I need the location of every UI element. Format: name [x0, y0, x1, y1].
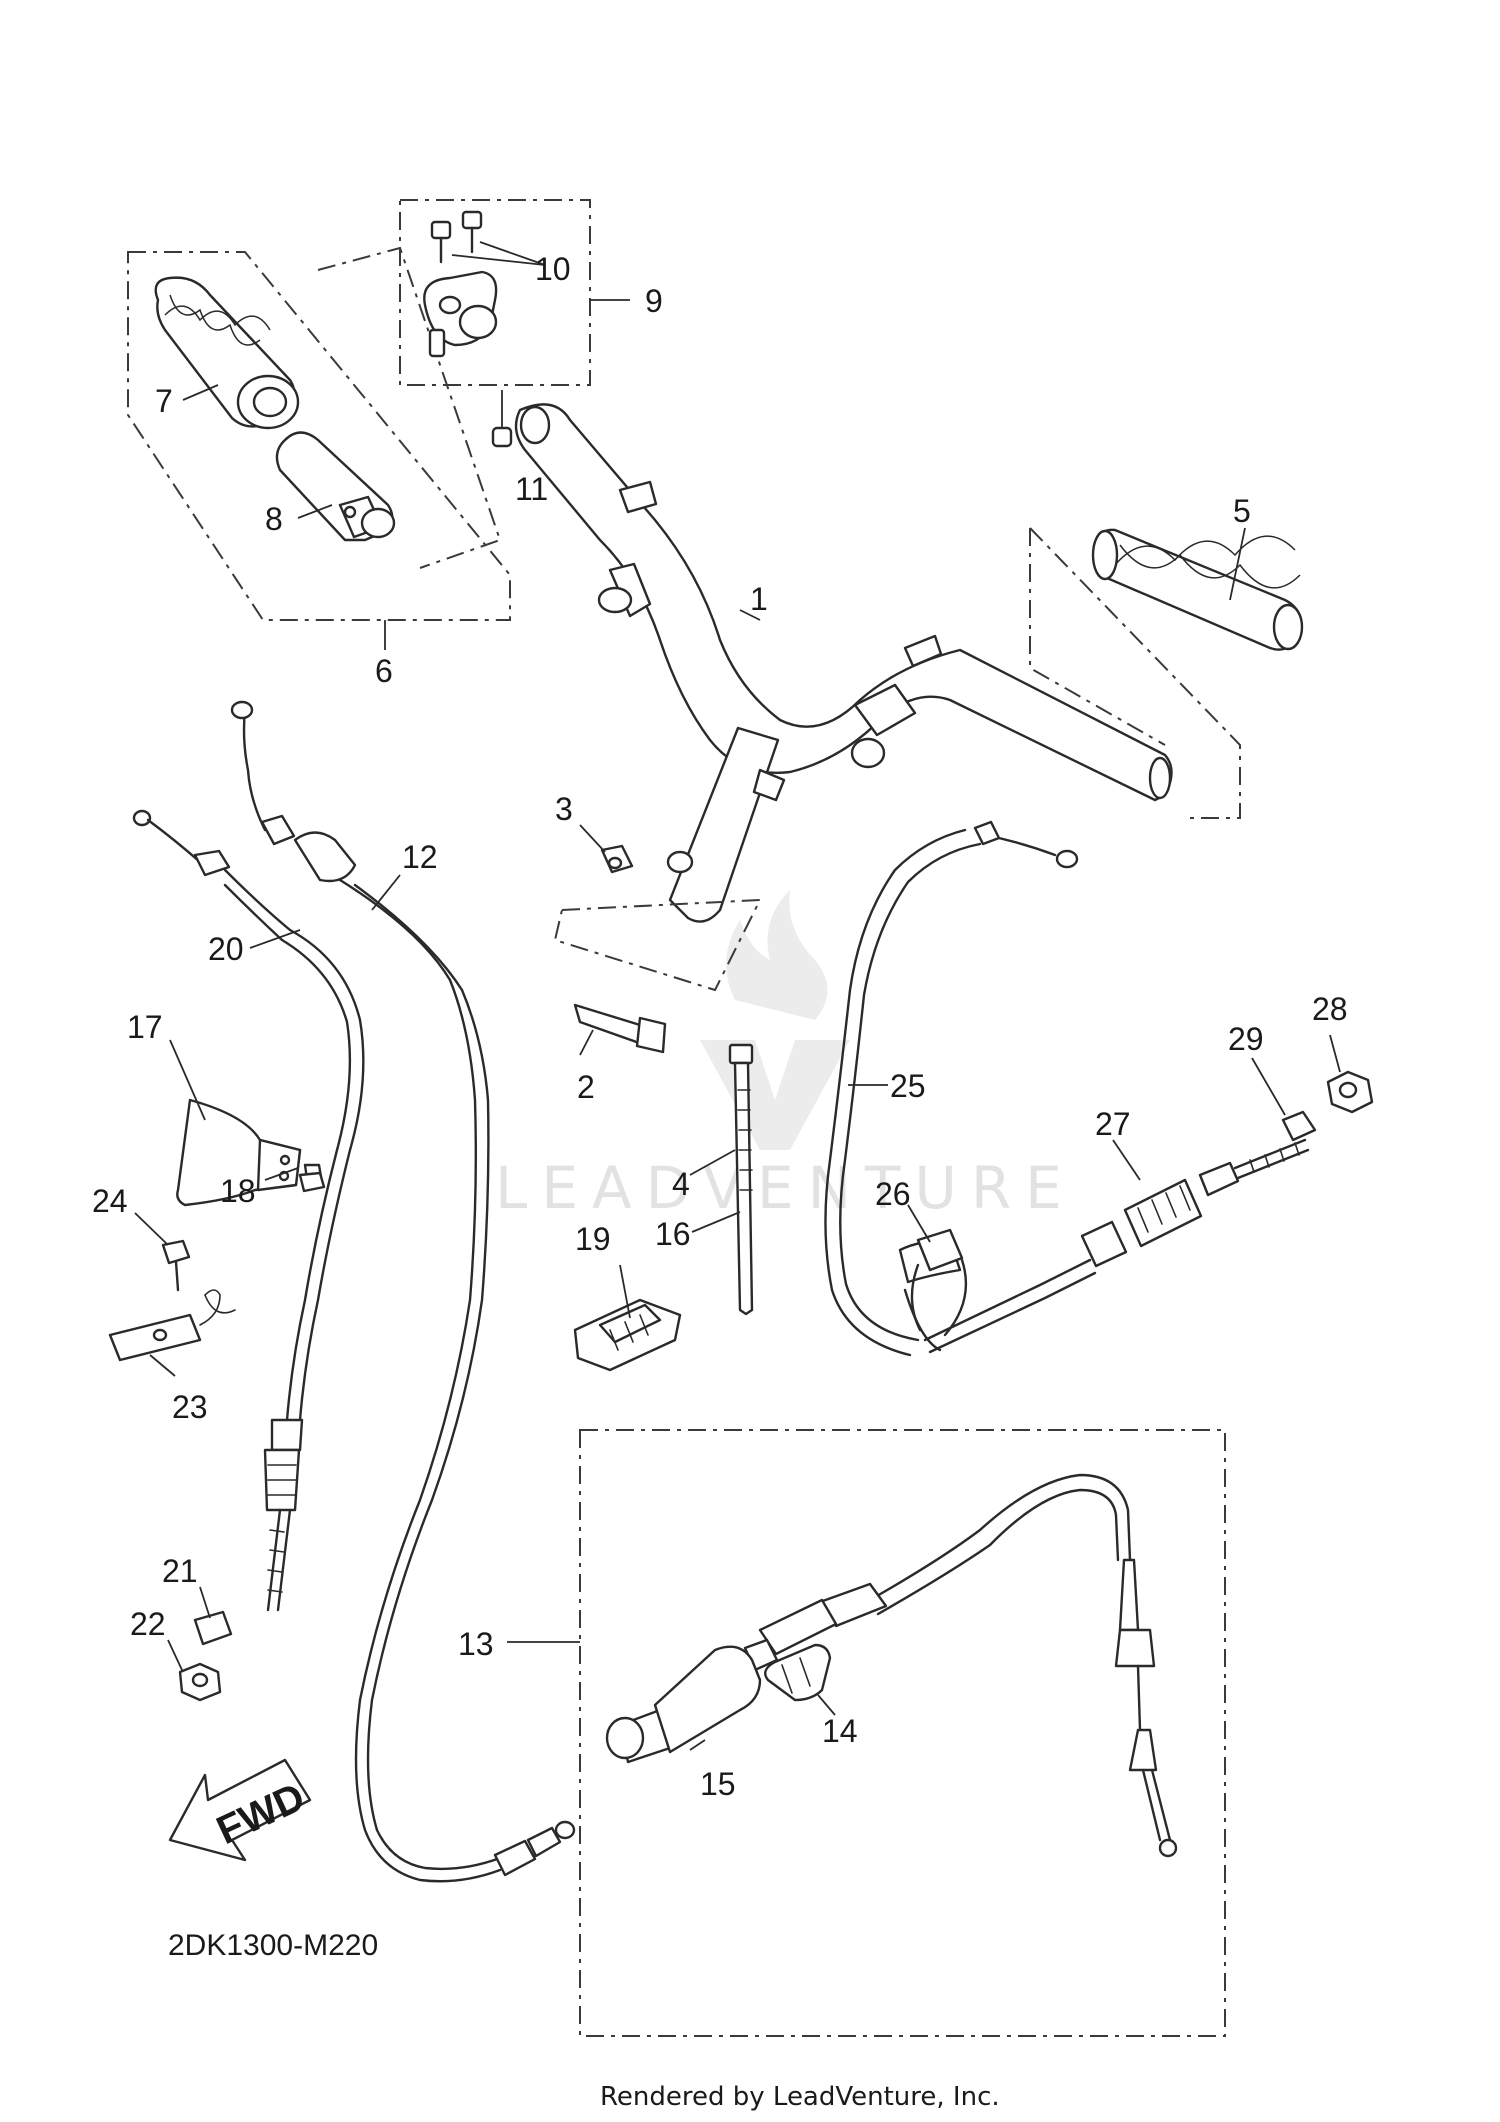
throttle-sleeve-part-8[interactable] — [275, 431, 396, 542]
cable-tie-part-16[interactable] — [728, 1043, 754, 1316]
clamp-part-19[interactable] — [573, 1298, 682, 1372]
callout-25[interactable]: 25 — [890, 1068, 926, 1104]
adjuster-part-29[interactable] — [1281, 1110, 1317, 1142]
nut-part-22[interactable] — [178, 1662, 222, 1702]
callout-18[interactable]: 18 — [220, 1173, 256, 1209]
callout-11[interactable]: 11 — [515, 471, 548, 507]
callout-7[interactable]: 7 — [155, 383, 173, 419]
throttle-cable-part-12[interactable] — [230, 700, 576, 1883]
callout-22[interactable]: 22 — [130, 1606, 166, 1642]
callout-5[interactable]: 5 — [1233, 493, 1251, 529]
adjuster-part-21[interactable] — [193, 1610, 233, 1646]
bolt-part-2[interactable] — [573, 1003, 667, 1054]
callout-28[interactable]: 28 — [1312, 991, 1348, 1027]
callout-26[interactable]: 26 — [875, 1176, 911, 1212]
nut-part-11[interactable] — [491, 390, 513, 448]
forward-direction-arrow: FWD — [168, 1758, 311, 1862]
throttle-housing-part-9[interactable] — [423, 270, 498, 358]
callout-14[interactable]: 14 — [822, 1713, 858, 1749]
stay-part-23[interactable] — [108, 1289, 236, 1362]
nut-part-28[interactable] — [1326, 1070, 1374, 1114]
callout-24[interactable]: 24 — [92, 1183, 128, 1219]
bolt-part-24[interactable] — [161, 1239, 191, 1292]
grip-assembly-box-6 — [127, 251, 511, 621]
callouts: 1 2 3 4 5 6 7 8 9 10 11 12 13 14 15 16 1… — [92, 251, 1348, 1802]
subassembly-box-13 — [579, 1429, 1226, 2037]
callout-19[interactable]: 19 — [575, 1221, 611, 1257]
left-grip-part-7[interactable] — [154, 276, 300, 430]
callout-23[interactable]: 23 — [172, 1389, 208, 1425]
callout-12[interactable]: 12 — [402, 839, 438, 875]
clamp-dash-box — [553, 898, 762, 992]
bolt-part-18[interactable] — [298, 1163, 326, 1193]
callout-9[interactable]: 9 — [645, 283, 663, 319]
holder-part-3[interactable] — [600, 844, 634, 874]
callout-21[interactable]: 21 — [162, 1553, 198, 1589]
callout-2[interactable]: 2 — [577, 1069, 595, 1105]
leader-lines — [134, 241, 1341, 1751]
rendered-by-footer: Rendered by LeadVenture, Inc. — [600, 2082, 1000, 2112]
callout-17[interactable]: 17 — [127, 1009, 163, 1045]
cable-assembly-part-13[interactable] — [743, 1473, 1178, 1858]
screw-part-10[interactable] — [430, 210, 483, 264]
callout-3[interactable]: 3 — [555, 791, 573, 827]
callout-20[interactable]: 20 — [208, 931, 244, 967]
callout-27[interactable]: 27 — [1095, 1106, 1131, 1142]
throttle-housing-box-9 — [399, 199, 591, 386]
clip-part-14[interactable] — [764, 1643, 832, 1702]
drawing-code: 2DK1300-M220 — [168, 1929, 378, 1962]
callout-16[interactable]: 16 — [655, 1216, 691, 1252]
callout-29[interactable]: 29 — [1228, 1021, 1264, 1057]
handlebar-part-1[interactable] — [514, 403, 1173, 923]
cover-part-15[interactable] — [605, 1645, 762, 1764]
callout-8[interactable]: 8 — [265, 501, 283, 537]
leadventure-watermark: LEADVENTURE — [495, 890, 1076, 1222]
callout-10[interactable]: 10 — [535, 251, 571, 287]
brake-cable-part-20[interactable] — [132, 809, 365, 1612]
watermark-text: LEADVENTURE — [495, 1154, 1076, 1222]
callout-13[interactable]: 13 — [458, 1626, 494, 1662]
callout-6[interactable]: 6 — [375, 653, 393, 689]
callout-1[interactable]: 1 — [750, 581, 768, 617]
holder-part-26[interactable] — [910, 1228, 968, 1337]
grip-assembly-inner-line — [317, 246, 502, 569]
callout-4[interactable]: 4 — [672, 1166, 690, 1202]
callout-15[interactable]: 15 — [700, 1766, 736, 1802]
right-grip-part-5[interactable] — [1029, 527, 1304, 819]
